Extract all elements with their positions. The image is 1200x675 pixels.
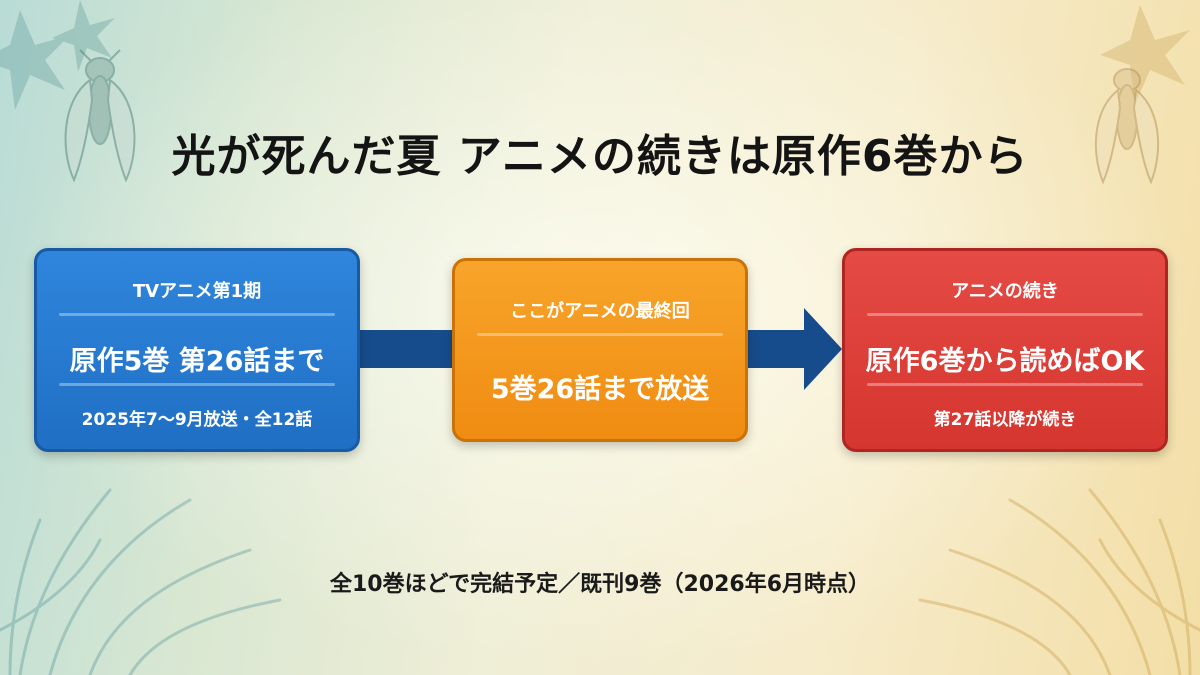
connector-left — [360, 330, 452, 368]
box-main-text: 原作5巻 第26話まで — [69, 346, 325, 377]
connector-right — [748, 330, 806, 368]
divider — [59, 313, 335, 316]
box-heading: アニメの続き — [951, 281, 1059, 302]
box-heading: ここがアニメの最終回 — [510, 301, 690, 322]
footer-note: 全10巻ほどで完結予定／既刊9巻（2026年6月時点） — [329, 572, 871, 597]
cicada-icon — [64, 49, 136, 183]
box-heading: TVアニメ第1期 — [132, 281, 262, 302]
box-sub-text: 2025年7～9月放送・全12話 — [81, 410, 313, 430]
pampas-grass-icon — [918, 488, 1200, 675]
box-anime-finale: ここがアニメの最終回 5巻26話まで放送 — [452, 258, 748, 442]
divider — [867, 313, 1143, 316]
box-sub-text: 第27話以降が続き — [933, 410, 1077, 430]
box-anime-continuation: アニメの続き 原作6巻から読めばOK 第27話以降が続き — [842, 248, 1168, 452]
box-main-text: 5巻26話まで放送 — [490, 374, 710, 405]
divider — [59, 383, 335, 386]
box-anime-season1: TVアニメ第1期 原作5巻 第26話まで 2025年7～9月放送・全12話 — [34, 248, 360, 452]
arrow-head-icon — [804, 308, 842, 390]
cicada-icon — [1094, 68, 1160, 185]
maple-leaf-icon — [1100, 5, 1190, 105]
box-main-text: 原作6巻から読めばOK — [865, 346, 1145, 377]
maple-leaf-icon — [0, 0, 115, 110]
divider — [867, 383, 1143, 386]
page-title: 光が死んだ夏 アニメの続きは原作6巻から — [171, 131, 1029, 182]
divider — [477, 333, 723, 336]
pampas-grass-icon — [0, 488, 282, 675]
